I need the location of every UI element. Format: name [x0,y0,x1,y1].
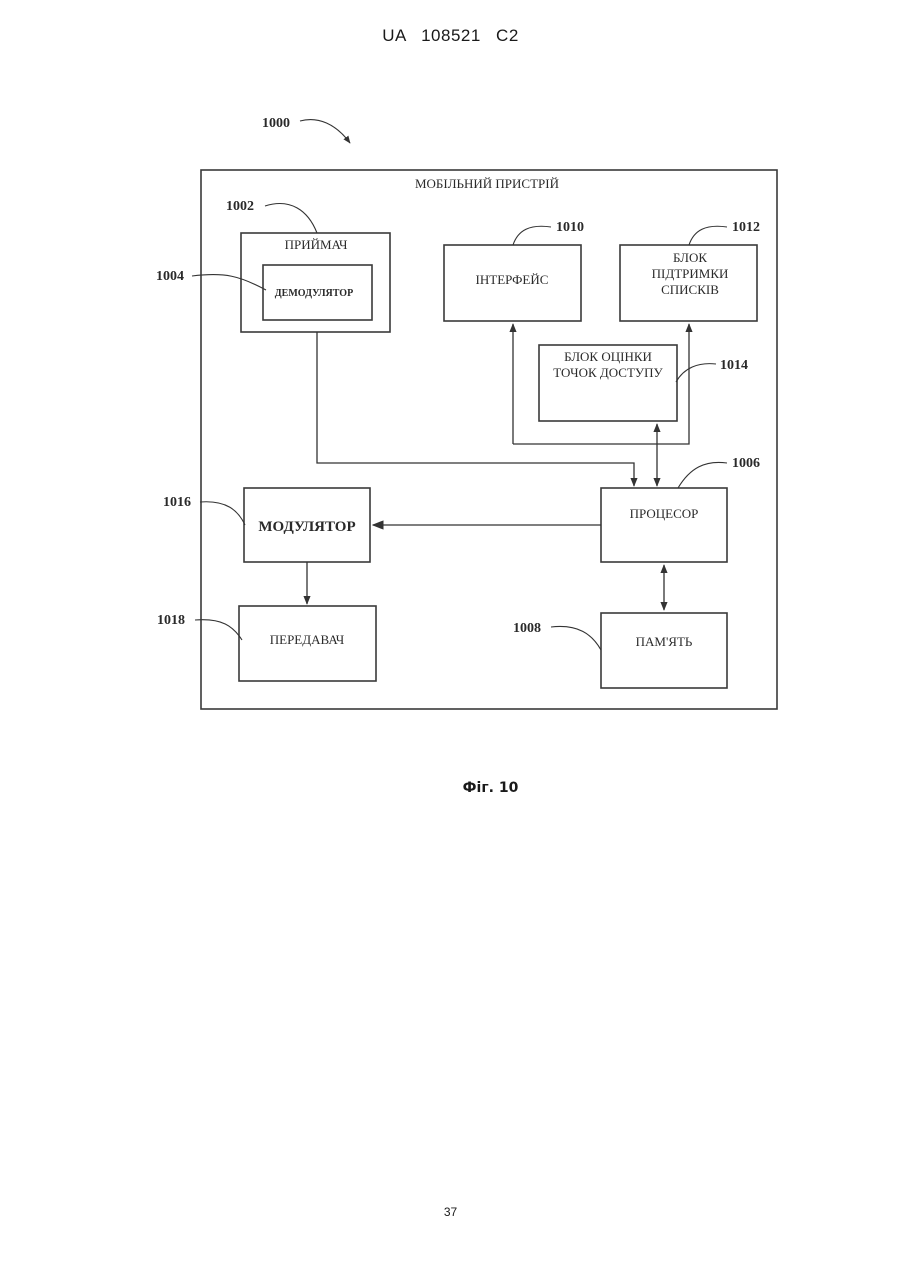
memory-block [601,613,727,688]
processor-ref: 1006 [732,456,760,471]
access-point-eval-label-line1: БЛОК ОЦІНКИ [564,349,652,364]
access-point-eval-ref: 1014 [720,358,748,373]
page-number: 37 [0,1205,901,1219]
modulator-label: МОДУЛЯТОР [258,519,355,535]
interface-label: ІНТЕРФЕЙС [476,272,549,287]
receiver-label: ПРИЙМАЧ [285,237,348,252]
interface-ref: 1010 [556,220,584,235]
memory-ref: 1008 [513,621,541,636]
processor-label: ПРОЦЕСОР [630,506,699,521]
figure-ref-1000: 1000 [262,116,290,131]
access-point-eval-label-line2: ТОЧОК ДОСТУПУ [553,365,663,380]
demodulator-ref: 1004 [156,269,184,284]
figure-caption: Фіг. 10 [0,780,901,796]
list-support-ref: 1012 [732,220,760,235]
processor-block [601,488,727,562]
demodulator-label: ДЕМОДУЛЯТОР [275,288,353,299]
receiver-ref: 1002 [226,199,254,214]
mobile-device-label: МОБІЛЬНИЙ ПРИСТРІЙ [415,176,559,191]
transmitter-label: ПЕРЕДАВАЧ [270,632,345,647]
transmitter-ref: 1018 [157,613,185,628]
list-support-label-line1: БЛОК [673,250,707,265]
modulator-ref: 1016 [163,495,191,510]
list-support-label-line2: ПІДТРИМКИ [652,266,729,281]
list-support-label-line3: СПИСКІВ [661,282,719,297]
memory-label: ПАМ'ЯТЬ [636,634,693,649]
figure-ref-arrow [300,120,350,143]
